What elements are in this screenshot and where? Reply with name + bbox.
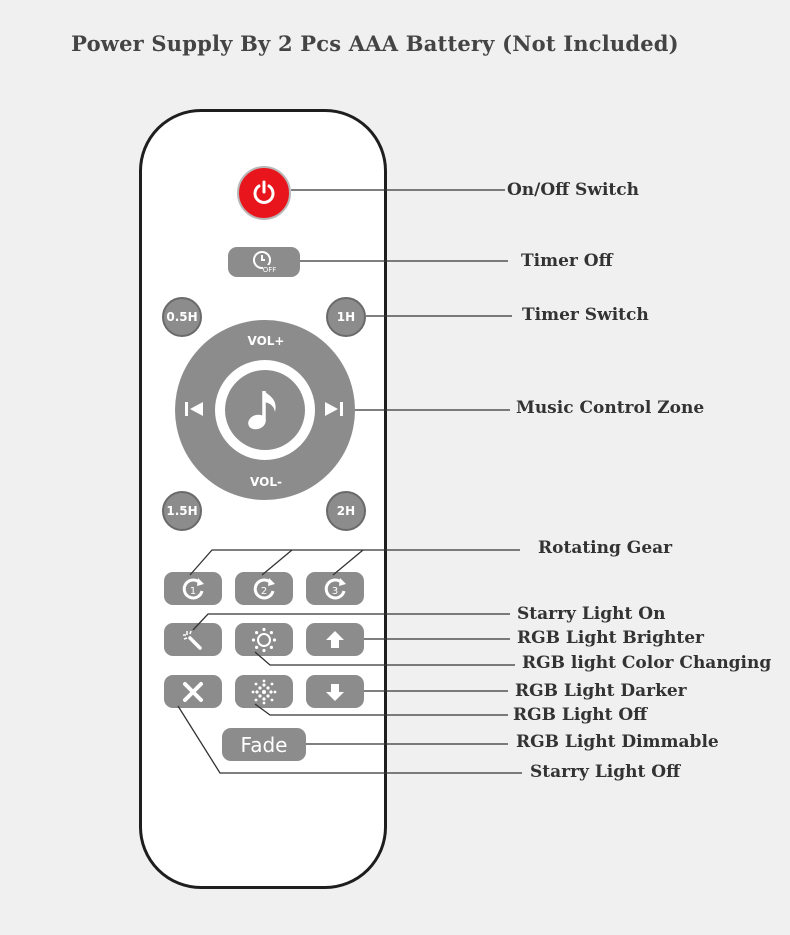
- rgb-light-off-button[interactable]: [235, 675, 293, 708]
- svg-text:1: 1: [190, 586, 196, 597]
- label-rgb-darker: RGB Light Darker: [515, 681, 687, 701]
- rotate-icon: 3: [324, 577, 346, 599]
- clock-off-icon: OFF: [253, 251, 277, 274]
- dot-burst-icon: [251, 679, 277, 704]
- label-on-off-switch: On/Off Switch: [507, 180, 639, 200]
- gear-1-button[interactable]: 1: [164, 572, 222, 605]
- label-music-control-zone: Music Control Zone: [516, 398, 705, 418]
- arrow-up-icon: [326, 630, 344, 648]
- previous-track-icon: [185, 402, 203, 416]
- power-icon: [253, 180, 275, 204]
- next-track-icon: [325, 402, 343, 416]
- rgb-darker-button[interactable]: [306, 675, 364, 708]
- volume-up-button[interactable]: VOL+: [247, 334, 285, 348]
- rotate-icon: 1: [182, 577, 204, 599]
- timer-2h-button[interactable]: 2H: [326, 491, 366, 531]
- previous-button[interactable]: [183, 399, 205, 423]
- rotate-icon: 2: [253, 577, 275, 599]
- fade-button[interactable]: Fade: [222, 728, 306, 761]
- starry-wand-icon: [183, 630, 202, 650]
- label-timer-switch: Timer Switch: [522, 305, 649, 325]
- label-rgb-color-changing: RGB light Color Changing: [522, 653, 772, 673]
- timer-1h-button[interactable]: 1H: [326, 297, 366, 337]
- label-timer-off: Timer Off: [521, 251, 613, 271]
- volume-down-button[interactable]: VOL-: [250, 475, 282, 489]
- power-button[interactable]: [237, 166, 291, 220]
- label-rotating-gear: Rotating Gear: [538, 538, 673, 558]
- rgb-brighter-button[interactable]: [306, 623, 364, 656]
- label-rgb-dimmable: RGB Light Dimmable: [516, 732, 719, 752]
- label-rgb-off: RGB Light Off: [513, 705, 648, 725]
- sun-burst-icon: [251, 627, 277, 652]
- svg-text:3: 3: [332, 586, 338, 597]
- music-note-icon: [248, 391, 276, 430]
- label-starry-light-on: Starry Light On: [517, 604, 666, 624]
- arrow-down-icon: [326, 683, 344, 701]
- label-rgb-brighter: RGB Light Brighter: [517, 628, 705, 648]
- rgb-color-changing-button[interactable]: [235, 623, 293, 656]
- starry-light-off-button[interactable]: [164, 675, 222, 708]
- page-title: Power Supply By 2 Pcs AAA Battery (Not I…: [71, 31, 679, 56]
- label-starry-light-off: Starry Light Off: [530, 762, 681, 782]
- timer-15h-button[interactable]: 1.5H: [162, 491, 202, 531]
- next-button[interactable]: [323, 399, 345, 423]
- timer-05h-button[interactable]: 0.5H: [162, 297, 202, 337]
- svg-text:OFF: OFF: [263, 266, 277, 274]
- starry-light-on-button[interactable]: [164, 623, 222, 656]
- timer-off-button[interactable]: OFF: [228, 247, 300, 277]
- gear-3-button[interactable]: 3: [306, 572, 364, 605]
- starry-off-icon: [183, 681, 203, 702]
- play-pause-button[interactable]: [225, 370, 305, 450]
- gear-2-button[interactable]: 2: [235, 572, 293, 605]
- svg-text:2: 2: [261, 586, 267, 597]
